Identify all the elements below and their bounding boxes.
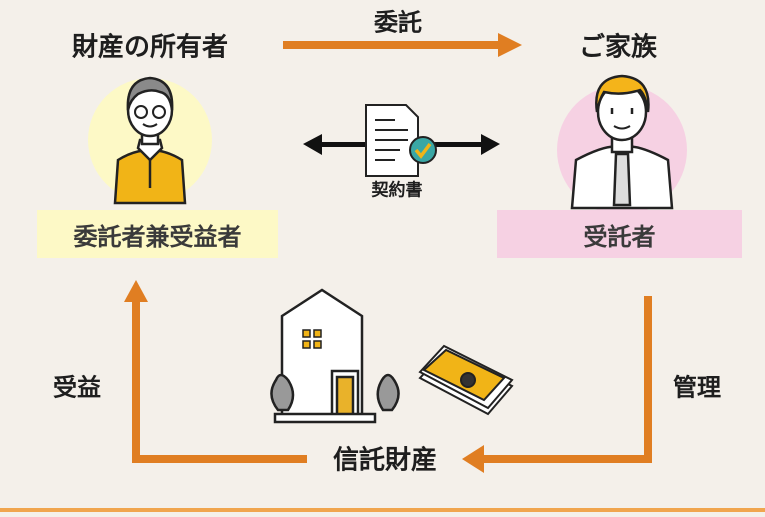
benefit-label: 受益 xyxy=(53,373,101,402)
trust-property-label: 信託財産 xyxy=(332,445,438,476)
benefit-arrow xyxy=(124,280,307,463)
money-stack-icon xyxy=(418,344,514,416)
entrust-arrow xyxy=(283,33,522,57)
footer-divider xyxy=(0,508,765,512)
trustee-person-icon xyxy=(570,74,674,210)
entrust-label: 委託 xyxy=(374,8,422,37)
family-heading: ご家族 xyxy=(578,32,658,63)
owner-heading: 財産の所有者 xyxy=(71,32,229,63)
contract-label: 契約書 xyxy=(371,180,423,201)
management-arrow xyxy=(462,296,652,473)
owner-person-icon xyxy=(113,76,187,205)
contract-document-icon xyxy=(365,104,437,177)
management-label: 管理 xyxy=(673,373,721,402)
house-icon xyxy=(270,288,400,424)
settlor-beneficiary-label: 委託者兼受益者 xyxy=(37,210,278,258)
trustee-label: 受託者 xyxy=(497,210,742,258)
